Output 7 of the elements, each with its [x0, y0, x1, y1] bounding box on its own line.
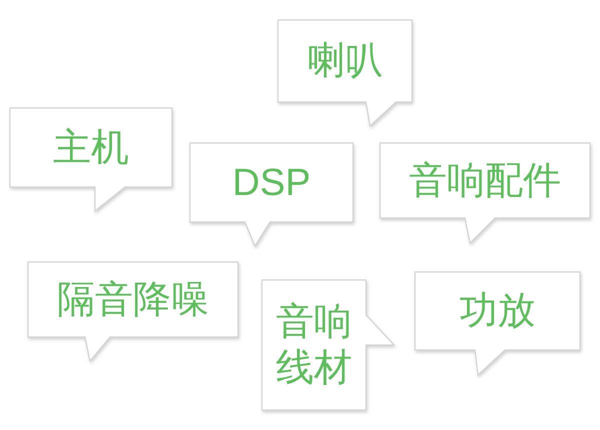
bubble-label: 喇叭: [307, 39, 383, 84]
bubble-label: 音响配件: [409, 158, 561, 204]
bubble-label: 主机: [53, 126, 129, 170]
bubble-label: DSP: [232, 160, 311, 206]
bubble-label: 隔音降噪: [57, 278, 209, 322]
bubble-label: 功放: [460, 289, 536, 334]
bubble-label: 音响线材: [275, 300, 353, 391]
